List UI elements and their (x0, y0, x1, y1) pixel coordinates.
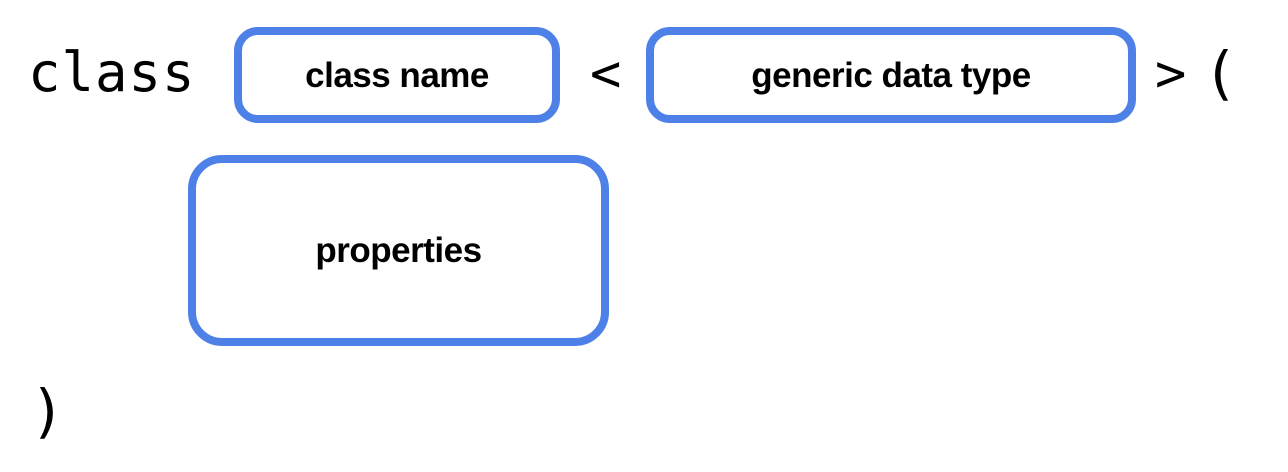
slot-class-name-label: class name (305, 55, 489, 95)
slot-generic-data-type-label: generic data type (751, 55, 1031, 95)
paren-open-token: ( (1203, 39, 1238, 107)
keyword-class-token: class (28, 41, 196, 104)
angle-bracket-open-token: < (590, 44, 622, 104)
angle-bracket-close-token: > (1155, 44, 1187, 104)
slot-generic-data-type[interactable]: generic data type (646, 27, 1136, 123)
slot-class-name[interactable]: class name (234, 27, 560, 123)
slot-properties[interactable]: properties (188, 155, 609, 346)
paren-close-token: ) (30, 377, 65, 445)
slot-properties-label: properties (315, 231, 482, 270)
